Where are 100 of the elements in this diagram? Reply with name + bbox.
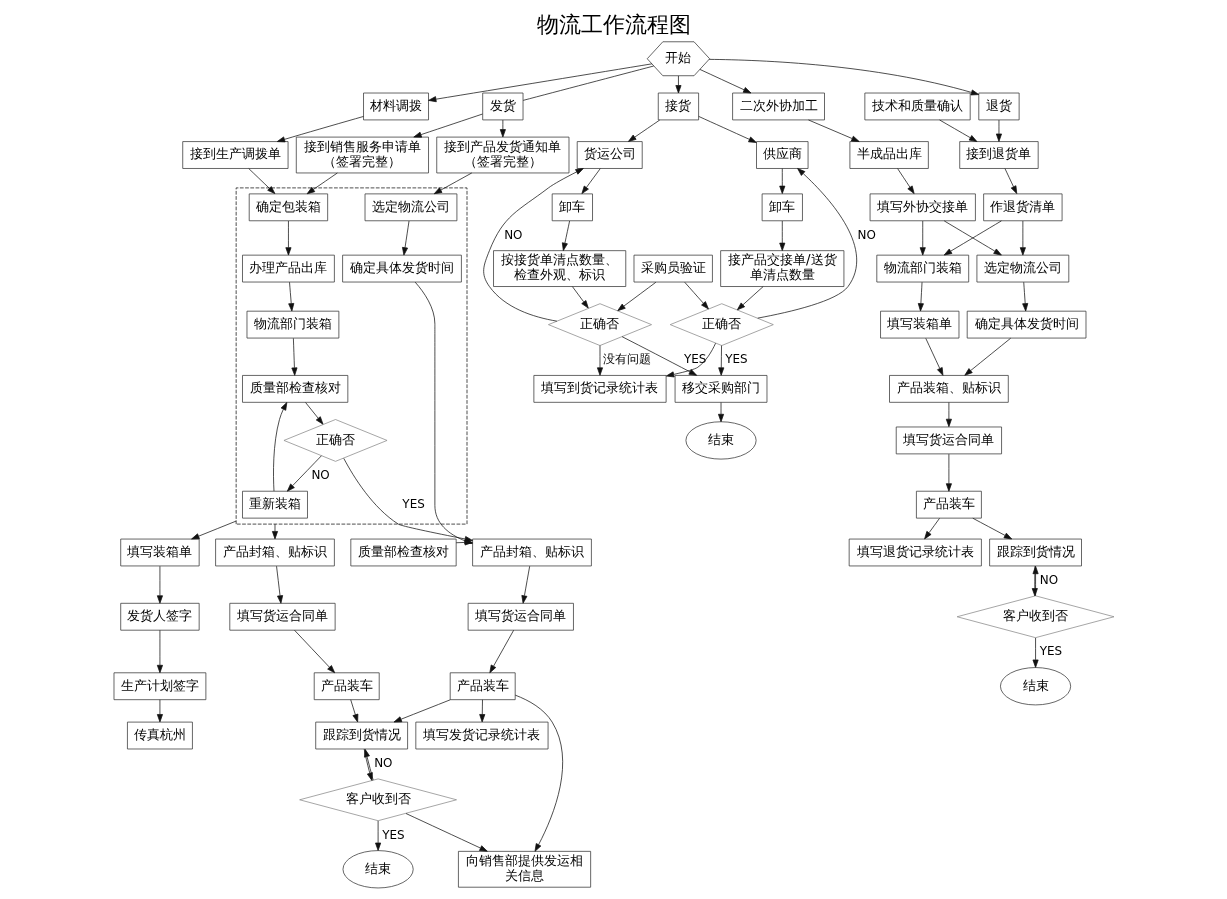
arrow xyxy=(412,113,483,138)
node-box: 填写装箱单 xyxy=(119,538,200,567)
node-box: 材料调拨 xyxy=(362,92,429,121)
arrow xyxy=(697,116,757,143)
node-box: 跟踪到货情况 xyxy=(988,538,1082,567)
arrow xyxy=(393,699,451,723)
node-box: 产品装车 xyxy=(313,672,380,701)
arrow xyxy=(571,286,589,309)
arrow xyxy=(923,517,940,540)
edge-label: YES xyxy=(683,352,706,367)
arrow xyxy=(293,629,335,674)
edge-label: 没有问题 xyxy=(602,352,651,367)
arrow xyxy=(190,520,236,540)
arrow xyxy=(699,69,751,94)
arrow xyxy=(924,338,943,376)
arrow xyxy=(756,168,857,319)
node-box: 重新装箱 xyxy=(241,490,308,519)
arrow xyxy=(1004,168,1017,194)
arrow xyxy=(156,629,163,674)
arrow xyxy=(938,119,977,142)
node-box: 移交采购部门 xyxy=(674,375,767,403)
edge-label: NO xyxy=(310,468,330,483)
node-box: 采购员验证 xyxy=(633,254,713,283)
node-box: 物流部门装箱 xyxy=(246,310,339,339)
node-box: 接产品交接单/送货单清点数量 xyxy=(719,250,844,287)
node-box: 确定具体发货时间 xyxy=(966,310,1086,339)
node-diamond: 客户收到否 xyxy=(956,595,1114,639)
node-box: 办理产品出库 xyxy=(241,254,335,283)
node-box: 生产计划签字 xyxy=(113,672,206,701)
node-box: 产品封箱、贴标识 xyxy=(471,538,592,567)
node-box: 填写装箱单 xyxy=(879,310,959,339)
node-box: 物流部门装箱 xyxy=(875,254,969,283)
arrow xyxy=(478,699,485,723)
arrow xyxy=(520,565,530,604)
connector xyxy=(522,65,654,101)
node-box: 接到退货单 xyxy=(958,141,1039,169)
arrow xyxy=(665,342,716,378)
node-box: 按接货单清点数量、检查外观、标识 xyxy=(492,250,626,287)
node-box: 供应商 xyxy=(755,141,808,169)
arrow xyxy=(943,220,1002,256)
arrow xyxy=(736,286,763,311)
node-box: 卸车 xyxy=(551,193,593,222)
arrow xyxy=(971,517,1012,540)
arrow xyxy=(499,119,506,138)
edge-label: YES xyxy=(401,496,425,511)
arrow xyxy=(708,59,979,96)
node-box: 填写外协交接单 xyxy=(869,193,976,222)
arrow xyxy=(945,402,952,428)
node-box: 向销售部提供发运相关信息 xyxy=(457,850,591,888)
arrow xyxy=(683,281,709,310)
node-box: 发货人签字 xyxy=(119,602,200,631)
arrow xyxy=(717,402,724,423)
arrow xyxy=(919,220,926,256)
arrow xyxy=(896,168,915,194)
arrow xyxy=(596,345,603,376)
node-box: 半成品出库 xyxy=(849,141,929,169)
arrow xyxy=(963,337,1011,376)
arrow xyxy=(271,523,278,540)
node-box: 货运公司 xyxy=(576,141,643,169)
arrow xyxy=(581,168,601,194)
arrow xyxy=(306,172,338,195)
arrow xyxy=(616,281,656,312)
node-ellipse: 结束 xyxy=(999,667,1071,706)
node-box: 产品封箱、贴标识 xyxy=(214,538,335,567)
node-box: 填写到货记录统计表 xyxy=(533,375,666,403)
arrow xyxy=(272,402,287,492)
arrow xyxy=(286,455,322,492)
node-box: 传真杭州 xyxy=(126,721,193,750)
node-ellipse: 结束 xyxy=(342,850,414,889)
node-box: 产品装车 xyxy=(449,672,516,701)
arrow xyxy=(427,63,652,103)
edge-label: NO xyxy=(503,227,522,242)
arrow xyxy=(514,694,563,852)
node-box: 发货 xyxy=(481,92,523,121)
node-box: 接到生产调拨单 xyxy=(181,141,288,169)
node-box: 作退货清单 xyxy=(982,193,1062,222)
arrow xyxy=(349,699,358,723)
arrow xyxy=(621,336,697,376)
arrow xyxy=(778,168,785,194)
arrow xyxy=(1021,281,1028,312)
node-box: 选定物流公司 xyxy=(364,193,457,222)
arrow xyxy=(482,168,584,322)
node-box: 质量部检查核对 xyxy=(241,375,348,403)
node-box: 卸车 xyxy=(761,193,803,222)
edge-label: YES xyxy=(381,827,405,842)
arrow xyxy=(778,220,785,251)
node-box: 填写货运合同单 xyxy=(228,602,335,631)
arrow xyxy=(1032,637,1039,668)
node-box: 退货 xyxy=(977,92,1019,121)
node-ellipse: 结束 xyxy=(685,421,756,460)
node-box: 确定包装箱 xyxy=(248,193,328,222)
node-box: 质量部检查核对 xyxy=(349,538,457,567)
node-box: 产品装车 xyxy=(915,490,982,519)
arrow xyxy=(627,119,660,142)
diagram-title: 物流工作流程图 xyxy=(536,10,691,37)
node-box: 跟踪到货情况 xyxy=(314,721,408,750)
edge-label: NO xyxy=(1039,572,1058,587)
arrow xyxy=(304,402,323,425)
node-box: 确定具体发货时间 xyxy=(341,254,462,283)
arrow xyxy=(917,281,924,312)
